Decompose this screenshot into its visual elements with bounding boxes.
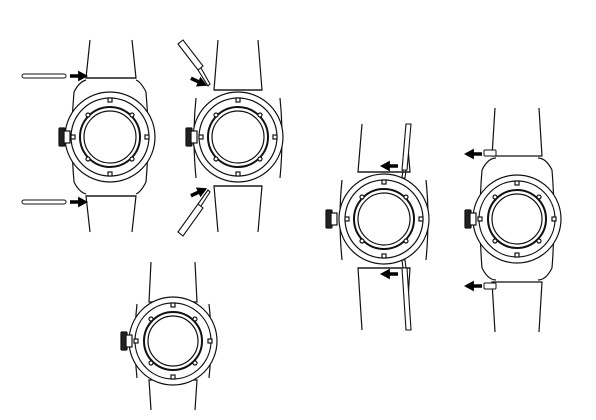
arrow-right-icon <box>70 197 88 208</box>
step-lever-spring-bars-with-tool <box>178 40 283 236</box>
step-insert-spring-bars <box>22 40 155 232</box>
arrow-left-icon <box>464 281 482 292</box>
watch-icon <box>121 262 217 410</box>
arrow-left-icon <box>464 149 482 160</box>
step-pull-out-spring-bars <box>464 108 561 332</box>
step-remove-strap-with-tool <box>326 124 429 330</box>
watch-icon <box>186 40 283 232</box>
watch-icon <box>326 124 429 330</box>
arrow-right-icon <box>189 73 210 90</box>
step-strap-attached <box>121 262 217 410</box>
watch-icon <box>465 108 561 332</box>
arrow-left-icon <box>380 161 398 172</box>
arrow-left-icon <box>380 269 398 280</box>
